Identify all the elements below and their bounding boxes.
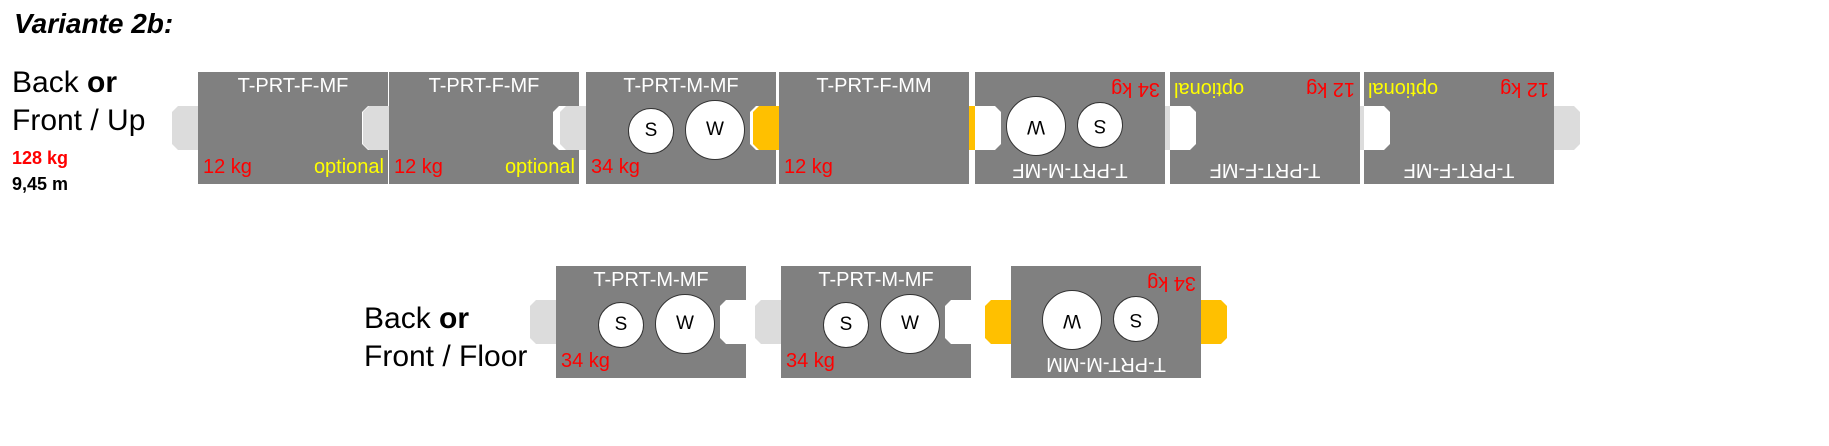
- module-name: T-PRT-F-MF: [428, 75, 540, 97]
- module-content: T-PRT-F-MM 12 kg: [779, 72, 969, 184]
- bottom-label-or: or: [439, 302, 470, 335]
- module-content: T-PRT-F-MF 12 kg optional: [198, 72, 388, 184]
- top-group-label-line1: Back or: [12, 64, 145, 102]
- female-connector-tab: [172, 106, 198, 150]
- module-name: T-PRT-F-MF: [1209, 159, 1321, 181]
- module-t2[interactable]: T-PRT-F-MF 12 kg optional: [389, 72, 579, 184]
- module-weight: 12 kg: [1500, 78, 1549, 100]
- module-content: T-PRT-F-MF 12 kg optional: [1170, 72, 1360, 184]
- s-marker-circle: S: [598, 302, 644, 348]
- female-connector-tab: [530, 300, 556, 344]
- module-weight: 34 kg: [1147, 272, 1196, 294]
- module-weight: 12 kg: [1306, 78, 1355, 100]
- module-weight: 34 kg: [561, 350, 610, 372]
- module-optional: optional: [1368, 78, 1439, 100]
- s-marker-circle: S: [1077, 102, 1123, 148]
- module-t3[interactable]: T-PRT-M-MF S W 34 kg: [586, 72, 776, 184]
- male-connector-tab: [1201, 300, 1227, 344]
- w-marker-circle: W: [880, 294, 940, 354]
- connector-socket: [945, 300, 971, 344]
- module-weight: 12 kg: [394, 156, 443, 178]
- module-content: T-PRT-M-MF S W 34 kg: [975, 72, 1165, 184]
- connector-socket: [975, 106, 1001, 150]
- module-body: [779, 72, 969, 184]
- module-name: T-PRT-M-MF: [593, 269, 709, 291]
- top-label-or: or: [87, 66, 118, 99]
- module-weight: 12 kg: [203, 156, 252, 178]
- connector-socket: [1364, 106, 1390, 150]
- module-optional: optional: [504, 156, 575, 178]
- module-content: T-PRT-M-MM S W 34 kg: [1011, 266, 1201, 378]
- module-content: T-PRT-F-MF 12 kg optional: [1364, 72, 1554, 184]
- bottom-group-label: Back or Front / Floor: [364, 300, 527, 376]
- module-name: T-PRT-F-MM: [816, 75, 932, 97]
- top-group-label: Back or Front / Up: [12, 64, 145, 140]
- module-content: T-PRT-F-MF 12 kg optional: [389, 72, 579, 184]
- female-connector-tab: [1554, 106, 1580, 150]
- module-t6[interactable]: T-PRT-F-MF 12 kg optional: [1170, 72, 1360, 184]
- module-t1[interactable]: T-PRT-F-MF 12 kg optional: [198, 72, 388, 184]
- female-connector-tab: [363, 106, 389, 150]
- module-b3[interactable]: T-PRT-M-MM S W 34 kg: [1011, 266, 1201, 378]
- connector-socket: [720, 300, 746, 344]
- module-t5[interactable]: T-PRT-M-MF S W 34 kg: [975, 72, 1165, 184]
- female-connector-tab: [755, 300, 781, 344]
- module-name: T-PRT-F-MF: [1403, 159, 1515, 181]
- w-marker-circle: W: [685, 100, 745, 160]
- module-name: T-PRT-M-MF: [818, 269, 934, 291]
- module-body: [1364, 72, 1554, 184]
- s-marker-circle: S: [1113, 296, 1159, 342]
- module-optional: optional: [1174, 78, 1245, 100]
- module-t7[interactable]: T-PRT-F-MF 12 kg optional: [1364, 72, 1554, 184]
- male-connector-tab: [985, 300, 1011, 344]
- female-connector-tab: [560, 106, 586, 150]
- module-weight: 12 kg: [784, 156, 833, 178]
- module-name: T-PRT-M-MM: [1046, 353, 1166, 375]
- module-name: T-PRT-M-MF: [1012, 159, 1128, 181]
- module-body: [1170, 72, 1360, 184]
- module-name: T-PRT-F-MF: [237, 75, 349, 97]
- module-optional: optional: [313, 156, 384, 178]
- w-marker-circle: W: [655, 294, 715, 354]
- module-weight: 34 kg: [1111, 78, 1160, 100]
- module-content: T-PRT-M-MF S W 34 kg: [781, 266, 971, 378]
- w-marker-circle: W: [1006, 96, 1066, 156]
- s-marker-circle: S: [628, 108, 674, 154]
- bottom-group-label-line1: Back or: [364, 300, 527, 338]
- w-marker-circle: W: [1042, 290, 1102, 350]
- total-weight: 128 kg: [12, 148, 69, 168]
- bottom-label-back: Back: [364, 302, 440, 335]
- module-weight: 34 kg: [786, 350, 835, 372]
- s-marker-circle: S: [823, 302, 869, 348]
- page-title: Variante 2b:: [14, 8, 174, 39]
- top-label-back: Back: [12, 66, 88, 99]
- male-connector-tab: [753, 106, 779, 150]
- module-content: T-PRT-M-MF S W 34 kg: [556, 266, 746, 378]
- module-content: T-PRT-M-MF S W 34 kg: [586, 72, 776, 184]
- top-group-label-line2: Front / Up: [12, 104, 146, 137]
- module-body: [198, 72, 388, 184]
- module-weight: 34 kg: [591, 156, 640, 178]
- module-b1[interactable]: T-PRT-M-MF S W 34 kg: [556, 266, 746, 378]
- module-body: [389, 72, 579, 184]
- module-t4[interactable]: T-PRT-F-MM 12 kg: [779, 72, 969, 184]
- total-length: 9,45 m: [12, 174, 69, 194]
- module-b2[interactable]: T-PRT-M-MF S W 34 kg: [781, 266, 971, 378]
- bottom-group-label-line2: Front / Floor: [364, 340, 528, 373]
- module-name: T-PRT-M-MF: [623, 75, 739, 97]
- connector-socket: [1170, 106, 1196, 150]
